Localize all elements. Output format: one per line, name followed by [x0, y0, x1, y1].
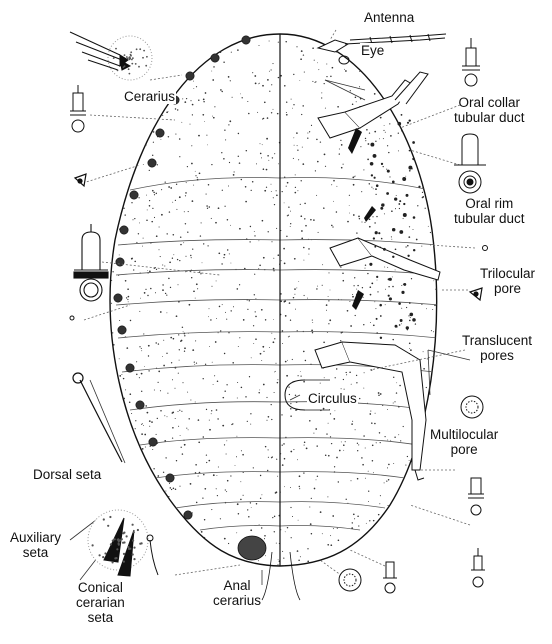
label-conical-cerarian-seta: Conical cerarian seta — [76, 580, 125, 625]
multilocular-bottom — [339, 569, 361, 591]
label-cerarius: Cerarius — [123, 89, 176, 104]
cerarius-mark — [184, 511, 192, 519]
oral-rim-detail — [454, 134, 486, 193]
oral-collar-detail — [462, 38, 480, 86]
cerarius-mark — [120, 226, 128, 234]
label-anal-cerarius: Anal cerarius — [213, 578, 261, 608]
cerarius-mark — [126, 364, 134, 372]
cerarius-mark — [114, 294, 122, 302]
small-pore-right — [483, 246, 488, 251]
label-trilocular-pore: Trilocular pore — [480, 266, 535, 296]
cerarius-mark — [186, 72, 194, 80]
cerarius-mark — [211, 54, 219, 62]
cerarius-mark — [130, 191, 138, 199]
cerarius-mark — [156, 129, 164, 137]
trilocular-pore-left — [75, 174, 86, 186]
cerarius-mark — [136, 401, 144, 409]
label-eye: Eye — [360, 43, 385, 58]
label-dorsal-seta: Dorsal seta — [33, 467, 101, 482]
label-oral-collar-tubular-duct: Oral collar tubular duct — [454, 95, 525, 125]
cerarius-detail — [70, 32, 152, 80]
label-circulus: Circulus — [307, 391, 358, 406]
cerarius-mark — [116, 258, 124, 266]
dorsal-seta-detail — [73, 373, 122, 462]
duct-detail-right-small — [468, 478, 484, 515]
label-auxiliary-seta: Auxiliary seta — [10, 530, 61, 560]
duct-detail-bottom-right — [471, 548, 485, 587]
duct-detail-bottom — [383, 562, 397, 593]
cerarius-mark — [118, 326, 126, 334]
label-multilocular-pore: Multilocular pore — [430, 427, 498, 457]
cerarius-mark — [149, 438, 157, 446]
cerarius-mark — [242, 36, 250, 44]
small-pore-left — [70, 316, 74, 320]
multilocular-detail — [461, 396, 483, 418]
cerarius-mark — [166, 474, 174, 482]
duct-detail-left-1 — [70, 85, 86, 132]
label-oral-rim-tubular-duct: Oral rim tubular duct — [454, 196, 525, 226]
label-antenna: Antenna — [364, 10, 414, 25]
label-translucent-pores: Translucent pores — [462, 333, 532, 363]
cerarius-mark — [148, 159, 156, 167]
